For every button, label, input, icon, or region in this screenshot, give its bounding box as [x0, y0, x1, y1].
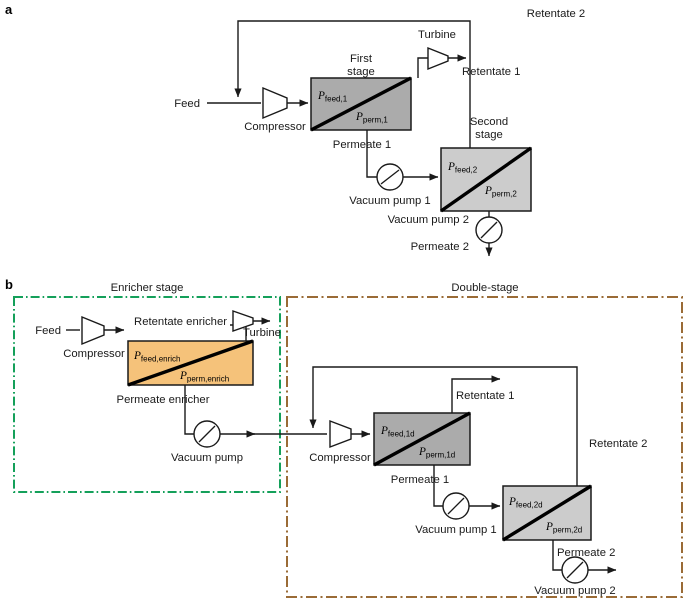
retentate-2-label-b: Retentate 2	[589, 438, 647, 450]
vacuum-pump-1-slash-b	[447, 497, 465, 515]
retentate-2-label-a: Retentate 2	[527, 8, 585, 20]
second-stage-label-line2: stage	[475, 129, 503, 141]
enricher-membrane-line	[127, 339, 254, 387]
vacuum-pump-1-slash-a	[380, 169, 400, 185]
first-stage-label-line2: stage	[347, 66, 375, 78]
second-stage-membrane-line	[440, 146, 532, 213]
vacuum-pump-enricher-slash	[198, 425, 216, 443]
p-perm-enrich-label: Pperm,enrich	[179, 370, 229, 384]
compressor-icon-a	[262, 86, 288, 120]
permeate-1-line-b	[433, 465, 443, 507]
enricher-stage-group-label: Enricher stage	[111, 282, 184, 294]
first-stage-membrane-line	[310, 76, 412, 132]
second-stage-label-line1: Second	[470, 116, 508, 128]
permeate-enricher-line	[184, 385, 194, 435]
p-perm-2d-label: Pperm,2d	[545, 521, 582, 535]
retentate-1-line-a	[417, 57, 428, 78]
vacuum-pump-enricher-label: Vacuum pump	[171, 452, 243, 464]
retentate-enricher-label: Retentate enricher	[134, 316, 227, 328]
panel-a-letter: a	[5, 2, 13, 17]
turbine-label-a: Turbine	[418, 29, 456, 41]
vacuum-pump-2-label-a: Vacuum pump 2	[388, 214, 469, 226]
enricher-stage-group-box	[13, 296, 281, 493]
compressor-label-a: Compressor	[244, 121, 306, 133]
p-perm-2-label: Pperm,2	[484, 185, 517, 199]
retentate-1-line-b	[451, 375, 501, 413]
panel-b-letter: b	[5, 277, 13, 292]
permeate-1-line-a	[366, 130, 377, 178]
vacuum-pump-1-label-b: Vacuum pump 1	[415, 524, 496, 536]
retentate-2-recycle-line-a	[234, 20, 471, 148]
compressor-double-icon	[329, 419, 352, 449]
p-perm-1-label: Pperm,1	[355, 111, 388, 125]
first-stage-label-line1: First	[350, 53, 373, 65]
permeate-2-line-b	[552, 540, 562, 571]
double-stage-group-box	[286, 296, 683, 598]
p-feed-1d-label: Pfeed,1d	[380, 425, 415, 439]
panel-b: b Enricher stage Double-stage Feed Compr…	[5, 277, 683, 598]
vacuum-pump-2-slash-b	[566, 561, 584, 579]
turbine-icon-a	[427, 46, 449, 71]
p-feed-enrich-label: Pfeed,enrich	[133, 350, 181, 364]
retentate-1-label-b: Retentate 1	[456, 390, 514, 402]
turbine-label-b: Turbine	[243, 327, 281, 339]
vacuum-pump-1-label-a: Vacuum pump 1	[349, 195, 430, 207]
compressor-double-label: Compressor	[309, 452, 371, 464]
retentate-1-label-a: Retentate 1	[462, 66, 520, 78]
permeate-1-label-a: Permeate 1	[333, 139, 391, 151]
double-stage-group-label: Double-stage	[451, 282, 518, 294]
panel-a: a Retentate 2 Feed Compressor Pfeed,1 Pp…	[5, 2, 585, 257]
second-stage-2d-membrane-line	[502, 484, 592, 542]
compressor-enricher-label: Compressor	[63, 348, 125, 360]
permeate-1-label-b: Permeate 1	[391, 474, 449, 486]
feed-label-b: Feed	[35, 325, 61, 337]
p-perm-1d-label: Pperm,1d	[418, 446, 455, 460]
retentate-2-recycle-line-b	[309, 366, 578, 486]
feed-label-a: Feed	[174, 98, 200, 110]
permeate-enricher-label: Permeate enricher	[117, 394, 210, 406]
vacuum-pump-2-slash-a	[480, 221, 498, 239]
vacuum-pump-2-label-b: Vacuum pump 2	[534, 585, 615, 597]
p-feed-1-label: Pfeed,1	[317, 90, 348, 104]
p-feed-2d-label: Pfeed,2d	[508, 496, 543, 510]
permeate-2-label-b: Permeate 2	[557, 547, 615, 559]
p-feed-2-label: Pfeed,2	[447, 161, 478, 175]
first-stage-1d-membrane-line	[373, 411, 471, 467]
permeate-2-label-a: Permeate 2	[411, 241, 469, 253]
turbine-icon-b	[232, 310, 254, 332]
compressor-enricher-icon	[81, 315, 105, 346]
